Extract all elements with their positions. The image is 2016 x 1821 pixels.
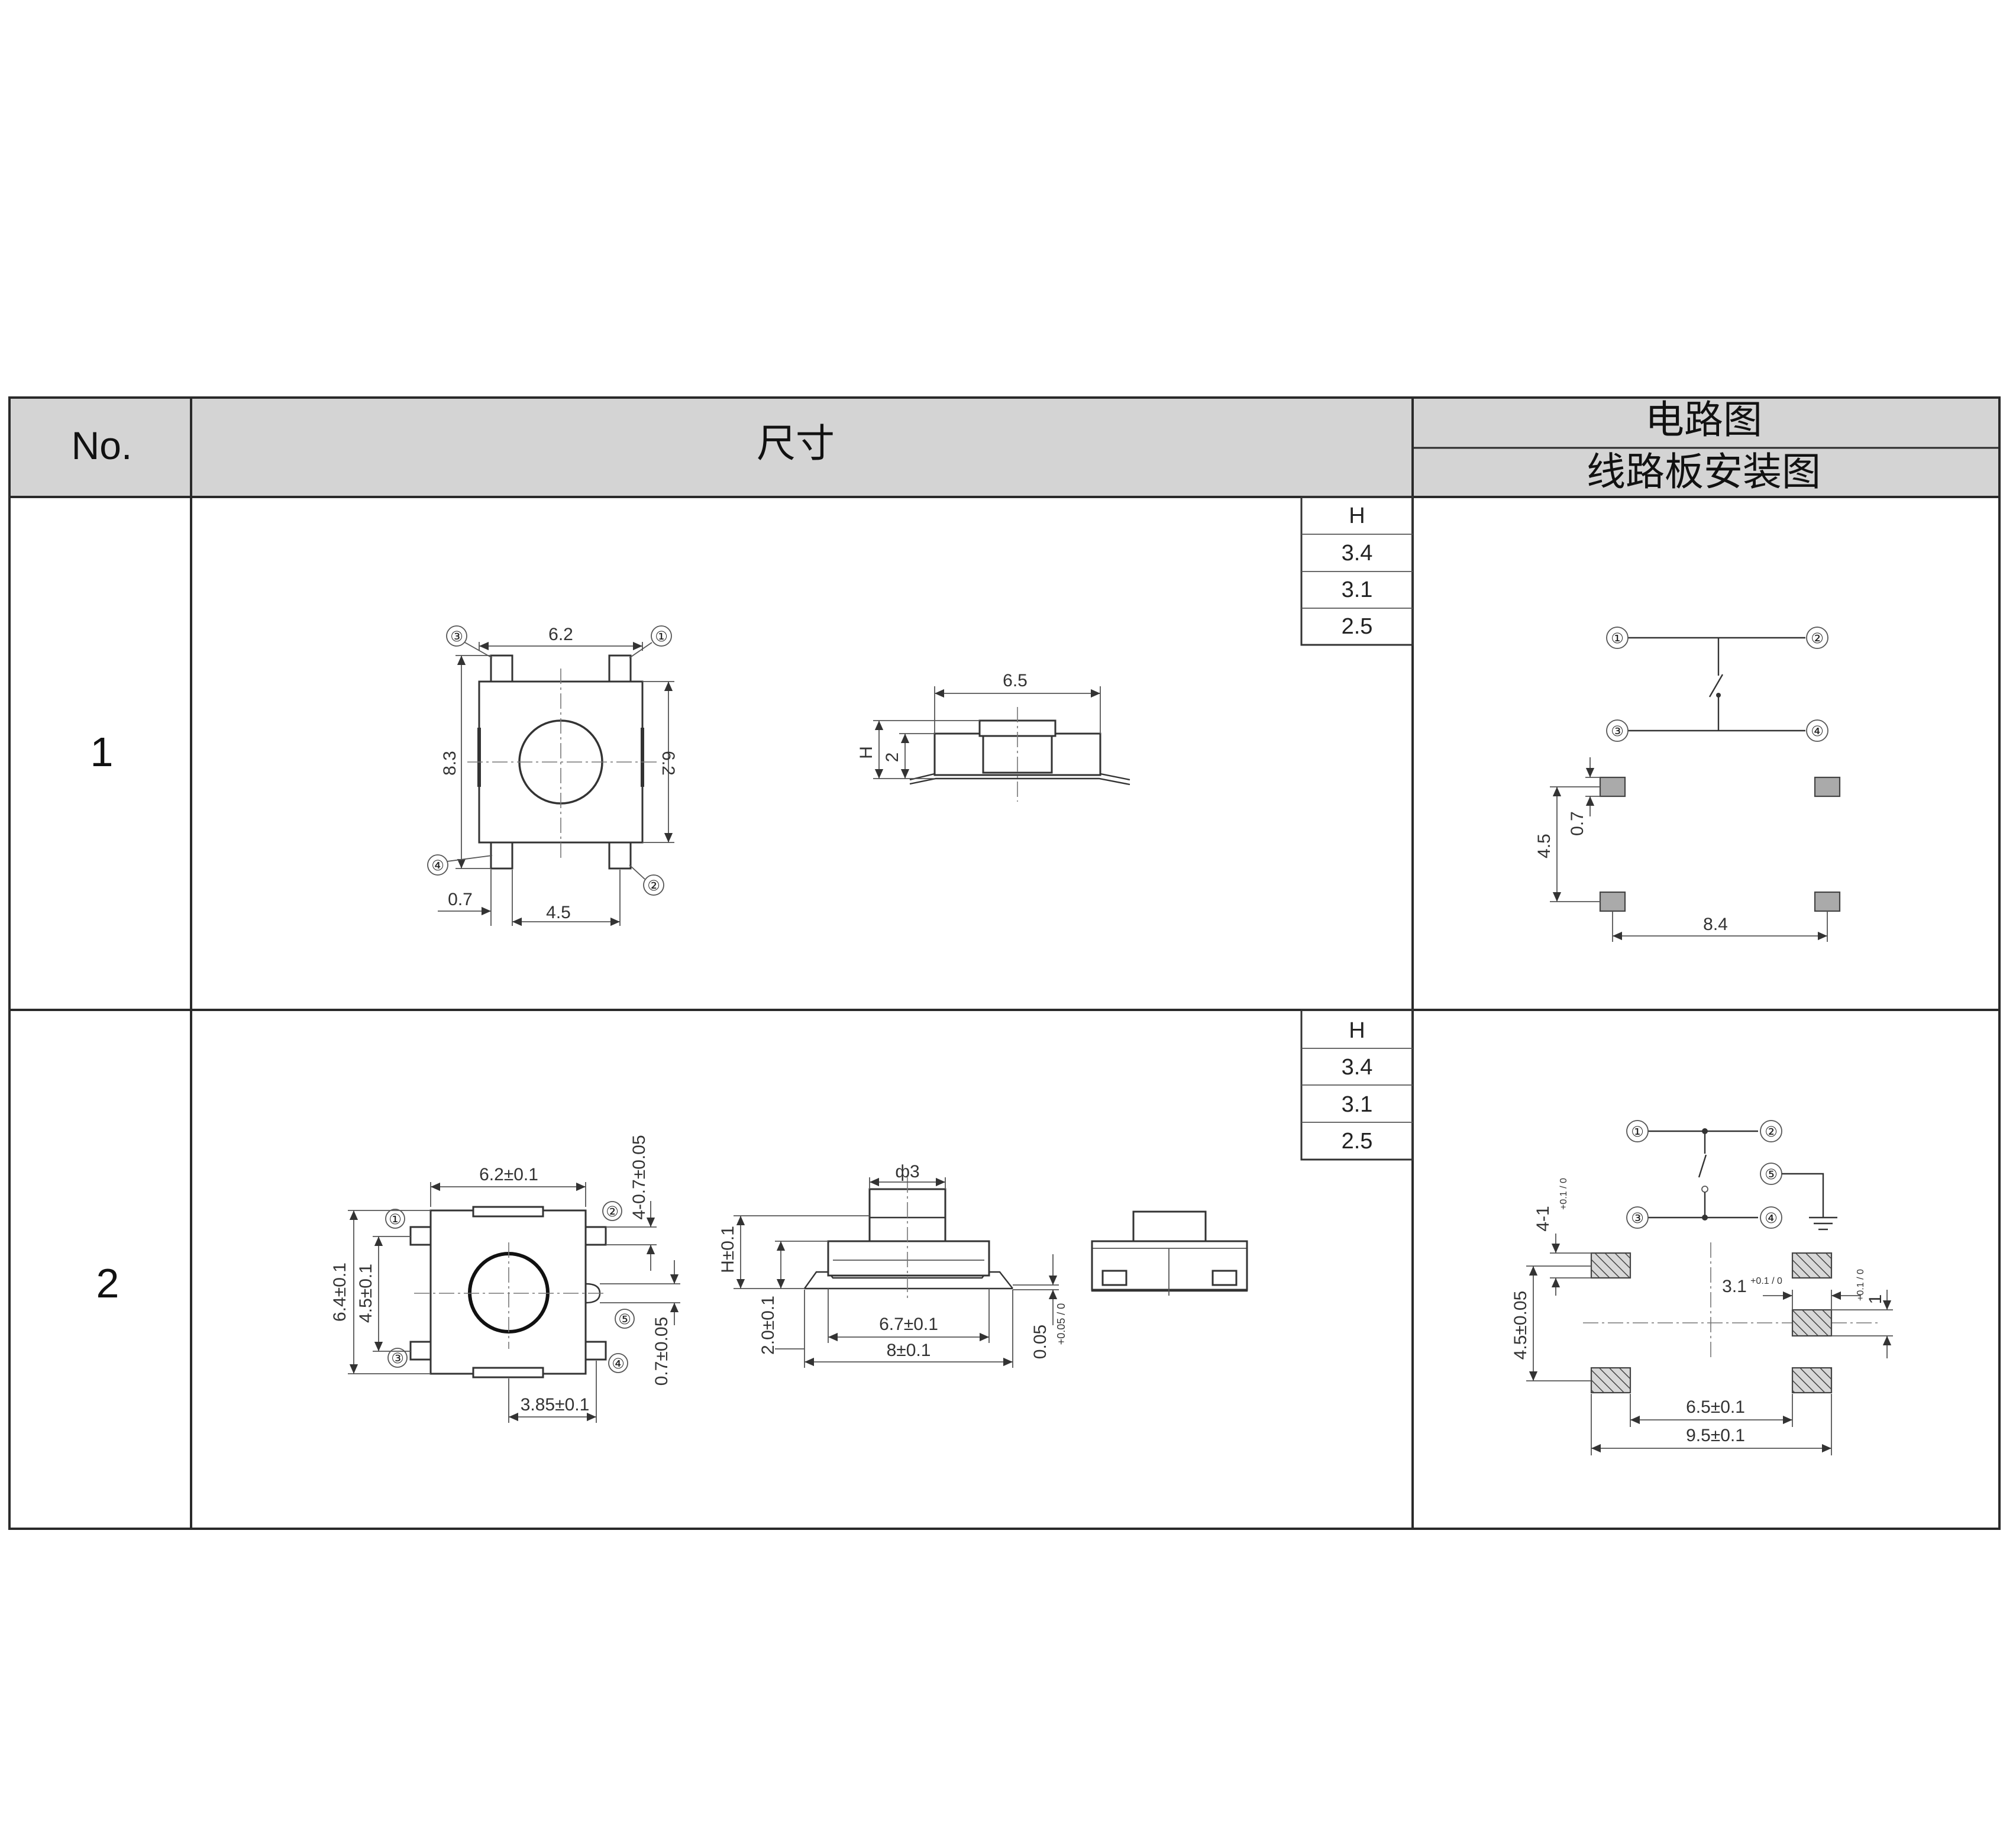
header-size: 尺寸 (757, 421, 835, 465)
pin-label: ④ (431, 858, 444, 874)
dim-label: 4-0.7±0.05 (629, 1135, 649, 1219)
dim-label: 8.3 (440, 751, 460, 776)
pcb-pad (1814, 891, 1841, 912)
row1-top-view: 6.2 8.3 6.2 0.7 4.5 ③ ① ④ ② (427, 625, 678, 926)
row2-pcb-layout: 4-1 +0.1 / 0 4.5±0.05 3.1 +0.1 / 0 1 +0.… (1511, 1178, 1893, 1455)
pin-label: ② (647, 878, 660, 894)
circuit-pin-label: ② (1765, 1124, 1778, 1140)
dim-label: 6.2±0.1 (479, 1165, 538, 1184)
dim-label: H±0.1 (718, 1226, 738, 1273)
dim-label: 0.7 (1568, 811, 1587, 836)
h-table-header: H (1349, 503, 1365, 528)
dim-tolerance: +0.05 / 0 (1055, 1303, 1067, 1345)
dim-label: 4-1 (1533, 1206, 1553, 1231)
pcb-pad (1791, 1367, 1833, 1394)
header-no: No. (72, 424, 133, 467)
h-table-header: H (1349, 1018, 1365, 1043)
dim-label: 6.5 (1003, 671, 1028, 690)
h-table-value: 3.4 (1342, 541, 1373, 566)
circuit-pin-label: ③ (1631, 1210, 1644, 1226)
dim-label: 0.7±0.05 (652, 1317, 671, 1386)
dim-label: 6.5±0.1 (1686, 1397, 1745, 1417)
row2-side-view-alt (1091, 1210, 1248, 1296)
dim-label: 3.1 (1722, 1277, 1747, 1296)
dim-label: 6.2 (548, 625, 573, 644)
circuit-pin-label: ① (1631, 1124, 1644, 1140)
circuit-pin-label: ② (1811, 631, 1824, 647)
h-table-value: 2.5 (1342, 614, 1373, 639)
dim-label: 0.05 (1030, 1325, 1050, 1359)
row-number-1: 1 (91, 729, 114, 775)
row2-side-view: ф3 H±0.1 2.0±0.1 6.7±0.1 8±0.1 0.05 +0.0… (718, 1162, 1067, 1368)
dim-label: H (857, 746, 876, 759)
dim-label: ф3 (895, 1162, 919, 1181)
dim-label: 8±0.1 (887, 1341, 931, 1360)
row2-circuit: ① ② ③ ④ ⑤ (1626, 1120, 1837, 1231)
row1-circuit: ① ② ③ ④ (1606, 627, 1828, 742)
pcb-pad (1791, 1309, 1833, 1337)
circuit-pin-label: ③ (1611, 724, 1624, 740)
pcb-pad (1599, 891, 1626, 912)
table-grid (8, 396, 2001, 1530)
pcb-pad (1590, 1367, 1631, 1394)
dim-label: 4.5±0.1 (356, 1264, 376, 1323)
dim-tolerance: +0.1 / 0 (1856, 1269, 1866, 1301)
header-pcb-layout: 线路板安装图 (1587, 450, 1821, 493)
dim-label: 1 (1866, 1294, 1885, 1305)
row-number-2: 2 (96, 1260, 119, 1306)
circuit-pin-label: ④ (1765, 1210, 1778, 1226)
row2-top-view: 6.2±0.1 6.4±0.1 4.5±0.1 4-0.7±0.05 0.7±0… (330, 1135, 680, 1423)
h-table-value: 2.5 (1342, 1129, 1373, 1154)
dim-tolerance: +0.1 / 0 (1559, 1178, 1569, 1210)
pin-label: ① (389, 1212, 402, 1228)
circuit-pin-label: ⑤ (1765, 1167, 1778, 1183)
dim-tolerance: +0.1 / 0 (1750, 1276, 1782, 1286)
header-circuit: 电路图 (1645, 398, 1762, 441)
pin-label: ③ (391, 1351, 404, 1367)
pin-label: ② (606, 1204, 619, 1220)
circuit-pin-label: ① (1611, 631, 1624, 647)
dim-label: 9.5±0.1 (1686, 1426, 1745, 1445)
dim-label: 2.0±0.1 (758, 1296, 778, 1355)
dim-label: 4.5±0.05 (1511, 1291, 1530, 1360)
dim-label: 4.5 (546, 903, 571, 922)
circuit-pin-label: ④ (1811, 724, 1824, 740)
pcb-pad (1791, 1252, 1833, 1279)
h-table-row-2: H 3.4 3.1 2.5 (1300, 1009, 1414, 1161)
dim-label: 6.7±0.1 (879, 1315, 938, 1334)
dim-label: 6.4±0.1 (330, 1263, 350, 1322)
dim-label: 0.7 (448, 890, 473, 909)
dim-label: 4.5 (1534, 834, 1554, 858)
pin-label: ③ (450, 629, 463, 645)
h-table-value: 3.4 (1342, 1055, 1373, 1080)
pcb-pad (1814, 776, 1841, 798)
h-table-row-1: H 3.4 3.1 2.5 (1300, 496, 1414, 646)
pcb-pad (1590, 1252, 1631, 1279)
pcb-pad (1599, 776, 1626, 798)
dim-label: 3.85±0.1 (521, 1395, 590, 1415)
dim-label: 8.4 (1703, 915, 1728, 934)
h-table-value: 3.1 (1342, 1092, 1373, 1117)
pin-label: ① (655, 629, 668, 645)
h-table-value: 3.1 (1342, 577, 1373, 602)
dim-label: 2 (883, 753, 902, 763)
dim-label: 6.2 (658, 751, 678, 776)
row1-side-view: 6.5 H 2 (857, 671, 1130, 802)
pin-label: ⑤ (618, 1312, 631, 1328)
pin-label: ④ (612, 1356, 625, 1372)
row1-pcb-layout: 0.7 4.5 8.4 (1534, 757, 1841, 942)
